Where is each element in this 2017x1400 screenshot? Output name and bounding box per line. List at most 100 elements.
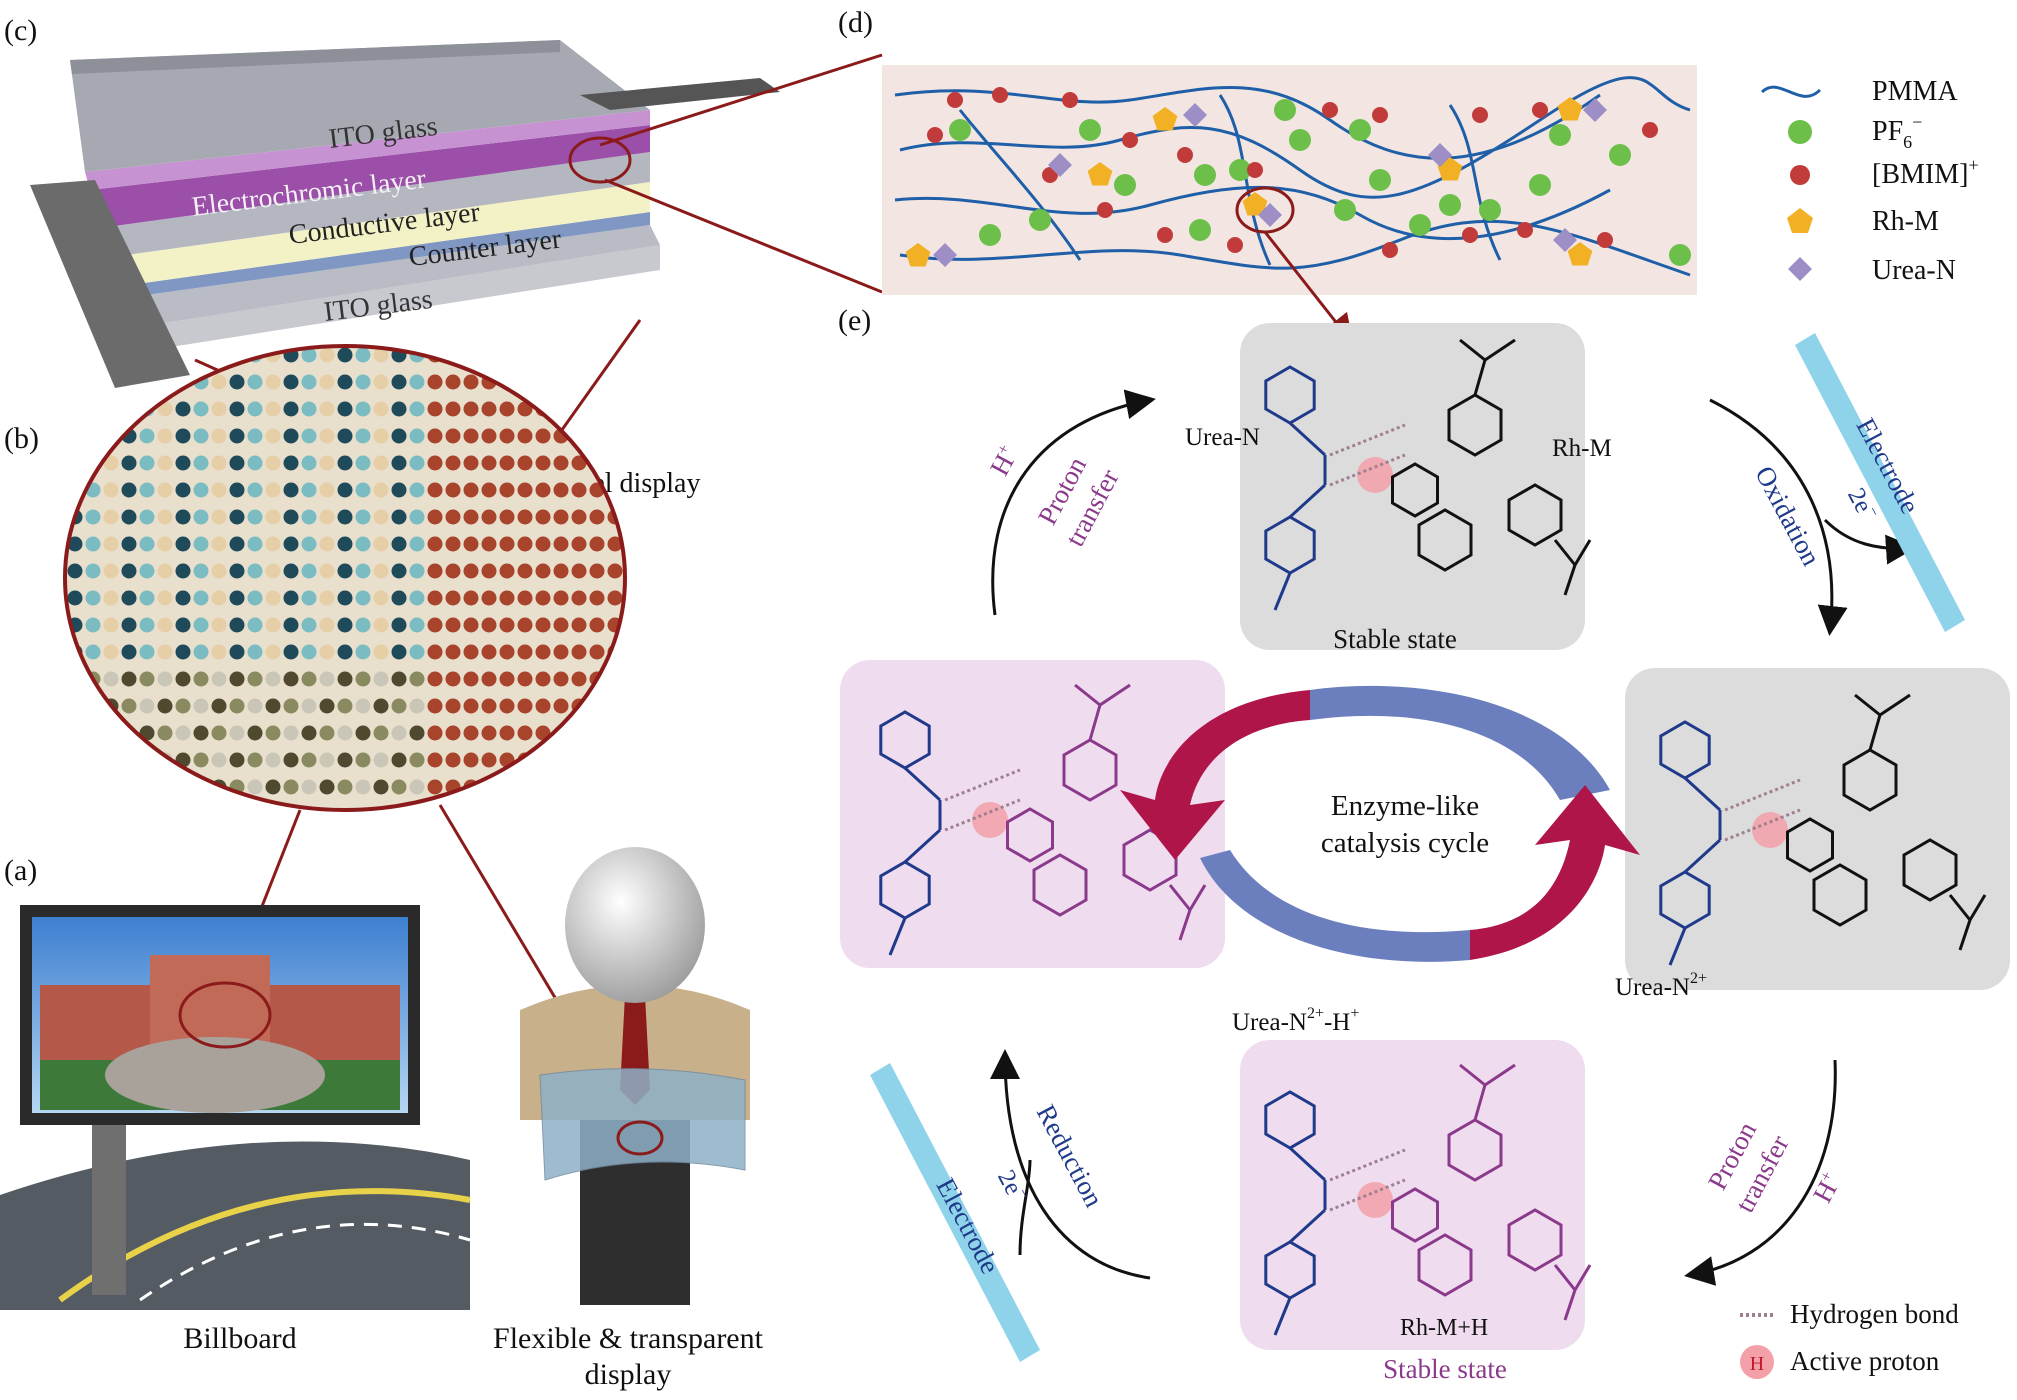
pixel-dot <box>626 780 641 795</box>
rhm-particle <box>1242 192 1268 216</box>
pixel-dot <box>553 779 569 795</box>
pixel-dot <box>193 698 209 714</box>
pixel-dot <box>535 779 551 795</box>
pixel-dot <box>319 590 335 606</box>
pixel-dot <box>373 644 389 660</box>
pixel-dot <box>103 590 119 606</box>
pixel-dot <box>301 725 317 741</box>
pixel-dot <box>283 590 299 606</box>
pixel-dot <box>571 590 587 606</box>
pixel-dot <box>481 401 497 417</box>
pixel-dot <box>517 698 533 714</box>
pixel-dot <box>265 779 281 795</box>
pixel-dot <box>607 563 623 579</box>
benzene-ring <box>1447 1118 1503 1182</box>
pixel-dot <box>121 401 137 417</box>
pixel-dot <box>553 698 569 714</box>
pixel-dot <box>445 563 461 579</box>
pixel-dot <box>589 401 605 417</box>
pixel-dot <box>301 455 317 471</box>
pixel-dot <box>463 590 479 606</box>
pixel-dot <box>626 672 641 687</box>
pixel-dot <box>553 374 569 390</box>
pixel-dot <box>193 563 209 579</box>
pixel-dot <box>607 428 623 444</box>
pixel-dot <box>103 752 119 768</box>
pixel-dot <box>535 428 551 444</box>
pixel-dot <box>373 590 389 606</box>
pixel-dot <box>517 563 533 579</box>
pixel-dot <box>103 401 119 417</box>
central-cycle: Enzyme-like catalysis cycle <box>1120 685 1640 962</box>
pixel-dot <box>301 590 317 606</box>
pixel-dot <box>229 482 245 498</box>
pixel-dot <box>409 617 425 633</box>
pixel-dot <box>283 509 299 525</box>
pixel-dot <box>445 698 461 714</box>
pixel-dot <box>571 752 587 768</box>
pixel-dot <box>409 563 425 579</box>
label-rhm-top: Rh-M <box>1552 435 1612 462</box>
pixel-dot <box>121 455 137 471</box>
pixel-dot <box>337 563 353 579</box>
pixel-dot <box>517 590 533 606</box>
pixel-dot <box>607 779 623 795</box>
pixel-dot <box>337 347 353 363</box>
pixel-dot <box>175 536 191 552</box>
rhm-particle <box>1087 162 1113 186</box>
benzene-ring <box>1447 393 1503 457</box>
pixel-dot <box>283 374 299 390</box>
pixel-dot <box>355 428 371 444</box>
pixel-dot <box>229 698 245 714</box>
pixel-dot <box>67 401 83 417</box>
pixel-dot <box>445 374 461 390</box>
legend-pf6-swatch <box>1788 120 1812 144</box>
pixel-dot <box>283 698 299 714</box>
pixel-dot <box>481 563 497 579</box>
panel-a-applications: (a) Billboard Flexible & transparent dis… <box>0 847 764 1391</box>
pixel-dot <box>571 455 587 471</box>
pixel-dot <box>85 644 101 660</box>
pixel-dot <box>499 509 515 525</box>
pixel-dot <box>427 725 443 741</box>
pixel-dot <box>319 482 335 498</box>
pixel-dot <box>517 428 533 444</box>
pixel-dot <box>157 563 173 579</box>
pixel-dot <box>373 779 389 795</box>
pixel-dot <box>337 644 353 660</box>
pixel-dot <box>373 401 389 417</box>
bmim-particle <box>1097 202 1113 218</box>
rhm-particle <box>1152 107 1178 131</box>
pixel-dot <box>445 725 461 741</box>
pf6-particle <box>1114 174 1136 196</box>
legend-pf6-label: PF6− <box>1872 112 1922 152</box>
pixel-dot <box>157 428 173 444</box>
pixel-dot <box>409 428 425 444</box>
pixel-dot <box>67 752 83 768</box>
panel-e-label: (e) <box>838 304 871 337</box>
bmim-particle <box>927 127 943 143</box>
panel-c-layer-stack: (c) ITO glass Electrochromic layer Condu… <box>4 14 780 388</box>
pixel-dot <box>553 563 569 579</box>
pixel-dot <box>571 509 587 525</box>
pixel-dot <box>211 590 227 606</box>
pixel-dot <box>499 698 515 714</box>
pixel-dot <box>373 428 389 444</box>
pixel-dot <box>391 779 407 795</box>
pixel-dot <box>121 563 137 579</box>
pixel-dot <box>283 725 299 741</box>
pixel-dot <box>301 428 317 444</box>
bmim-particle <box>1372 107 1388 123</box>
pixel-dot <box>499 644 515 660</box>
pf6-particle <box>1479 199 1501 221</box>
pixel-dot <box>67 374 83 390</box>
pixel-dot <box>265 482 281 498</box>
pixel-dot <box>229 644 245 660</box>
pixel-dot <box>67 671 83 687</box>
pixel-dot <box>67 347 83 363</box>
pixel-dot <box>499 590 515 606</box>
pixel-dot <box>139 482 155 498</box>
pixel-dot <box>175 509 191 525</box>
pixel-dot <box>481 536 497 552</box>
legend-pmma-label: PMMA <box>1872 76 1958 107</box>
